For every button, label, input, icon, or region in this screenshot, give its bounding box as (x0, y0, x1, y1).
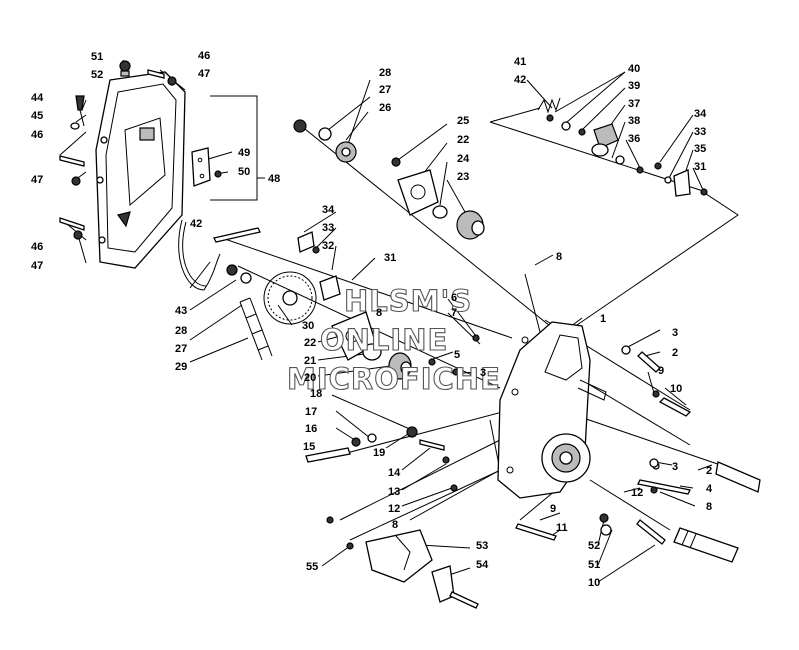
callout-42-top: 42 (514, 74, 526, 86)
callout-31-mid: 31 (384, 252, 396, 264)
callout-13: 13 (388, 486, 400, 498)
upper-sprocket-stack (293, 119, 401, 167)
callout-46-left: 46 (31, 129, 43, 141)
callout-41: 41 (514, 56, 526, 68)
callout-35: 35 (694, 143, 706, 155)
callout-8-low: 8 (392, 519, 398, 531)
callout-54: 54 (476, 559, 489, 571)
callout-30: 30 (302, 320, 314, 332)
tensioner-assembly-right (489, 97, 708, 197)
callout-12-left: 12 (388, 503, 400, 515)
callout-46-top: 46 (198, 50, 210, 62)
callout-45: 45 (31, 110, 43, 122)
callout-29: 29 (175, 361, 187, 373)
callout-33-mid: 33 (322, 222, 334, 234)
callout-17: 17 (305, 406, 317, 418)
callout-12-right: 12 (631, 487, 643, 499)
callout-55: 55 (306, 561, 318, 573)
callout-5: 5 (454, 349, 460, 361)
callout-38: 38 (628, 115, 640, 127)
callout-49: 49 (238, 147, 250, 159)
callout-47-low: 47 (31, 260, 43, 272)
callout-18: 18 (310, 388, 322, 400)
callout-37: 37 (628, 98, 640, 110)
bearing-housing (397, 169, 485, 240)
callout-36: 36 (628, 133, 640, 145)
gearcase-housing (497, 321, 607, 499)
callout-3-mid: 3 (480, 367, 486, 379)
cover-bolts (59, 60, 177, 240)
callout-11: 11 (556, 522, 568, 534)
callout-52-top: 52 (91, 69, 103, 81)
callout-32: 32 (322, 240, 334, 252)
watermark-line-2: ONLINE (320, 323, 448, 357)
callout-28-mid: 28 (175, 325, 187, 337)
callout-2-right: 2 (672, 347, 678, 359)
callout-4: 4 (706, 483, 713, 495)
callout-43: 43 (175, 305, 187, 317)
callout-3-low: 3 (672, 461, 678, 473)
callout-labels: 51 52 46 47 44 45 46 47 49 50 48 46 47 2… (31, 50, 713, 589)
callout-47-top: 47 (198, 68, 210, 80)
callout-22-mid: 22 (304, 337, 316, 349)
callout-27-mid: 27 (175, 343, 187, 355)
callout-8-top: 8 (556, 251, 562, 263)
callout-47-left: 47 (31, 174, 43, 186)
callout-15: 15 (303, 441, 315, 453)
drive-sprocket-assembly (178, 219, 317, 361)
callout-42-mid: 42 (190, 218, 202, 230)
watermark: HLSM'S ONLINE MICROFICHE (286, 283, 501, 396)
callout-9-low: 9 (550, 503, 556, 515)
callout-2-low: 2 (706, 465, 712, 477)
chaincase-cover (95, 71, 186, 269)
callout-22-top: 22 (457, 134, 469, 146)
callout-16: 16 (305, 423, 317, 435)
callout-50: 50 (238, 166, 250, 178)
callout-10-right: 10 (670, 383, 682, 395)
callout-51-top: 51 (91, 51, 103, 63)
callout-51-low: 51 (588, 559, 600, 571)
watermark-line-1: HLSM'S (344, 284, 472, 318)
lower-left-fasteners (305, 426, 458, 492)
callout-46-low: 46 (31, 241, 43, 253)
callout-14: 14 (388, 467, 401, 479)
callout-48: 48 (268, 173, 280, 185)
callout-23: 23 (457, 171, 469, 183)
callout-52-low: 52 (588, 540, 600, 552)
callout-7: 7 (451, 307, 457, 319)
callout-20: 20 (304, 372, 316, 384)
callout-33-right: 33 (694, 126, 706, 138)
callout-44: 44 (31, 92, 44, 104)
callout-53: 53 (476, 540, 488, 552)
callout-28-top: 28 (379, 67, 391, 79)
tensioner-block-mid (297, 231, 480, 380)
callout-10-low: 10 (588, 577, 600, 589)
lower-bracket-assembly (326, 516, 479, 609)
access-plate (191, 147, 222, 187)
callout-25: 25 (457, 115, 469, 127)
callout-26: 26 (379, 102, 391, 114)
callout-8-right: 8 (706, 501, 712, 513)
callout-21: 21 (304, 355, 316, 367)
callout-34-mid: 34 (322, 204, 335, 216)
callout-24: 24 (457, 153, 470, 165)
callout-40: 40 (628, 63, 640, 75)
callout-3-right: 3 (672, 327, 678, 339)
callout-1: 1 (600, 313, 606, 325)
callout-39: 39 (628, 80, 640, 92)
shafts-right (673, 461, 761, 563)
right-fasteners (621, 345, 692, 468)
watermark-line-3: MICROFICHE (287, 362, 501, 396)
callout-19: 19 (373, 447, 385, 459)
callout-6: 6 (451, 292, 457, 304)
callout-34-right: 34 (694, 108, 707, 120)
callout-8-mid: 8 (376, 307, 382, 319)
callout-31-right: 31 (694, 161, 706, 173)
callout-27-top: 27 (379, 84, 391, 96)
callout-9-right: 9 (658, 365, 664, 377)
breather-plug (70, 95, 85, 130)
